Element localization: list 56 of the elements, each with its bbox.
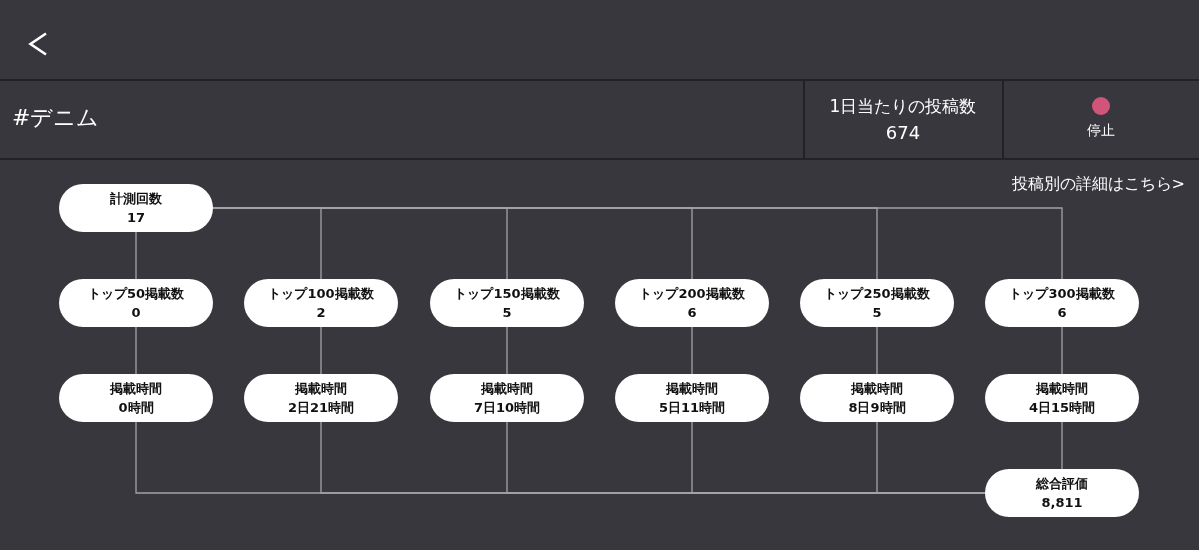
node-heading: 計測回数: [110, 190, 162, 208]
node-heading: 掲載時間: [110, 380, 162, 398]
rounded-node: [985, 279, 1139, 327]
node-heading: トップ50掲載数: [87, 285, 185, 303]
details-link: 投稿別の詳細はこちら>: [1011, 173, 1185, 194]
node-heading: 掲載時間: [666, 380, 718, 398]
node-value: 5日11時間: [658, 399, 726, 417]
node-value: 17: [126, 209, 146, 227]
node-value: 5: [872, 304, 882, 322]
rounded-node: [59, 279, 213, 327]
node-value: 2: [316, 304, 326, 322]
node-heading: トップ150掲載数: [454, 285, 560, 303]
node-value: 6: [687, 304, 697, 322]
connector-line: [876, 421, 986, 494]
rounded-node: [985, 469, 1139, 517]
rounded-node: [430, 374, 584, 422]
connector-line: [691, 326, 693, 375]
node-heading: 総合評価: [1036, 475, 1088, 493]
node-heading: トップ250掲載数: [824, 285, 930, 303]
node-value: 0時間: [118, 399, 154, 417]
node-value: 6: [1057, 304, 1067, 322]
rounded-node: [244, 279, 398, 327]
node-heading: 掲載時間: [1036, 380, 1088, 398]
node-value: 0: [131, 304, 141, 322]
node-value: 8,811: [1041, 494, 1083, 512]
node-heading: 掲載時間: [481, 380, 533, 398]
hashtag-title: #デニム: [12, 104, 100, 132]
rounded-node: [59, 374, 213, 422]
node-value: 7日10時間: [473, 399, 541, 417]
node-value: 8日9時間: [848, 399, 906, 417]
node-heading: 掲載時間: [295, 380, 347, 398]
node-value: 4日15時間: [1028, 399, 1096, 417]
rounded-node: [59, 184, 213, 232]
connector-line: [135, 231, 137, 280]
connector-line: [876, 326, 878, 375]
stat-label: 1日当たりの投稿数: [829, 95, 977, 117]
connector-line: [1061, 326, 1063, 375]
connector-line: [506, 326, 508, 375]
node-heading: トップ200掲載数: [639, 285, 745, 303]
connector-line: [320, 326, 322, 375]
status-text: 停止: [1087, 121, 1115, 139]
rounded-node: [615, 279, 769, 327]
stat-value: 674: [885, 121, 921, 144]
rounded-node: [430, 279, 584, 327]
connector-line: [1061, 421, 1063, 470]
node-heading: トップ300掲載数: [1009, 285, 1115, 303]
rounded-node: [800, 279, 954, 327]
rounded-node: [244, 374, 398, 422]
rounded-node: [615, 374, 769, 422]
node-heading: 掲載時間: [851, 380, 903, 398]
node-value: 5: [502, 304, 512, 322]
node-heading: トップ100掲載数: [268, 285, 374, 303]
rounded-node: [800, 374, 954, 422]
node-value: 2日21時間: [287, 399, 355, 417]
connector-line: [135, 326, 137, 375]
rounded-node: [985, 374, 1139, 422]
